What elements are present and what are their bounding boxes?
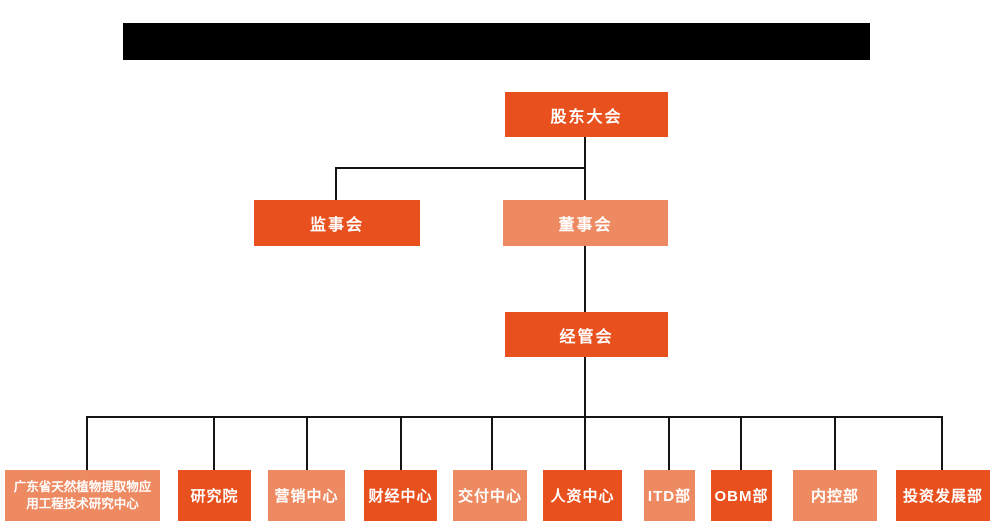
node-board-of-directors: 董事会 (503, 200, 668, 246)
connector-drop-5 (491, 416, 493, 470)
node-dept-investment-development: 投资发展部 (896, 470, 990, 521)
node-dept-hr-center: 人资中心 (543, 470, 622, 521)
connector-supervisory-drop (335, 167, 337, 200)
node-dept-finance-center: 财经中心 (364, 470, 437, 521)
node-dept-delivery-center: 交付中心 (453, 470, 527, 521)
connector-board-to-management (584, 246, 586, 312)
connector-drop-4 (400, 416, 402, 470)
connector-drop-1 (86, 416, 88, 470)
redacted-title-bar (123, 23, 870, 60)
node-dept-internal-control: 内控部 (793, 470, 877, 521)
node-dept-marketing-center: 营销中心 (268, 470, 345, 521)
connector-drop-3 (306, 416, 308, 470)
node-dept-obm: OBM部 (711, 470, 772, 521)
connector-drop-10 (941, 416, 943, 470)
node-supervisory-board: 监事会 (254, 200, 420, 246)
connector-drop-2 (213, 416, 215, 470)
node-management-committee: 经管会 (505, 312, 668, 357)
connector-drop-8 (740, 416, 742, 470)
connector-drop-9 (834, 416, 836, 470)
connector-management-down (584, 357, 586, 470)
node-dept-plant-extract-research-center: 广东省天然植物提取物应用工程技术研究中心 (5, 470, 160, 521)
node-dept-research-institute: 研究院 (178, 470, 251, 521)
node-dept-itd: ITD部 (644, 470, 695, 521)
connector-department-bus (86, 416, 943, 418)
node-shareholders-meeting: 股东大会 (505, 92, 668, 137)
connector-branch-horizontal (335, 167, 586, 169)
connector-drop-7 (668, 416, 670, 470)
